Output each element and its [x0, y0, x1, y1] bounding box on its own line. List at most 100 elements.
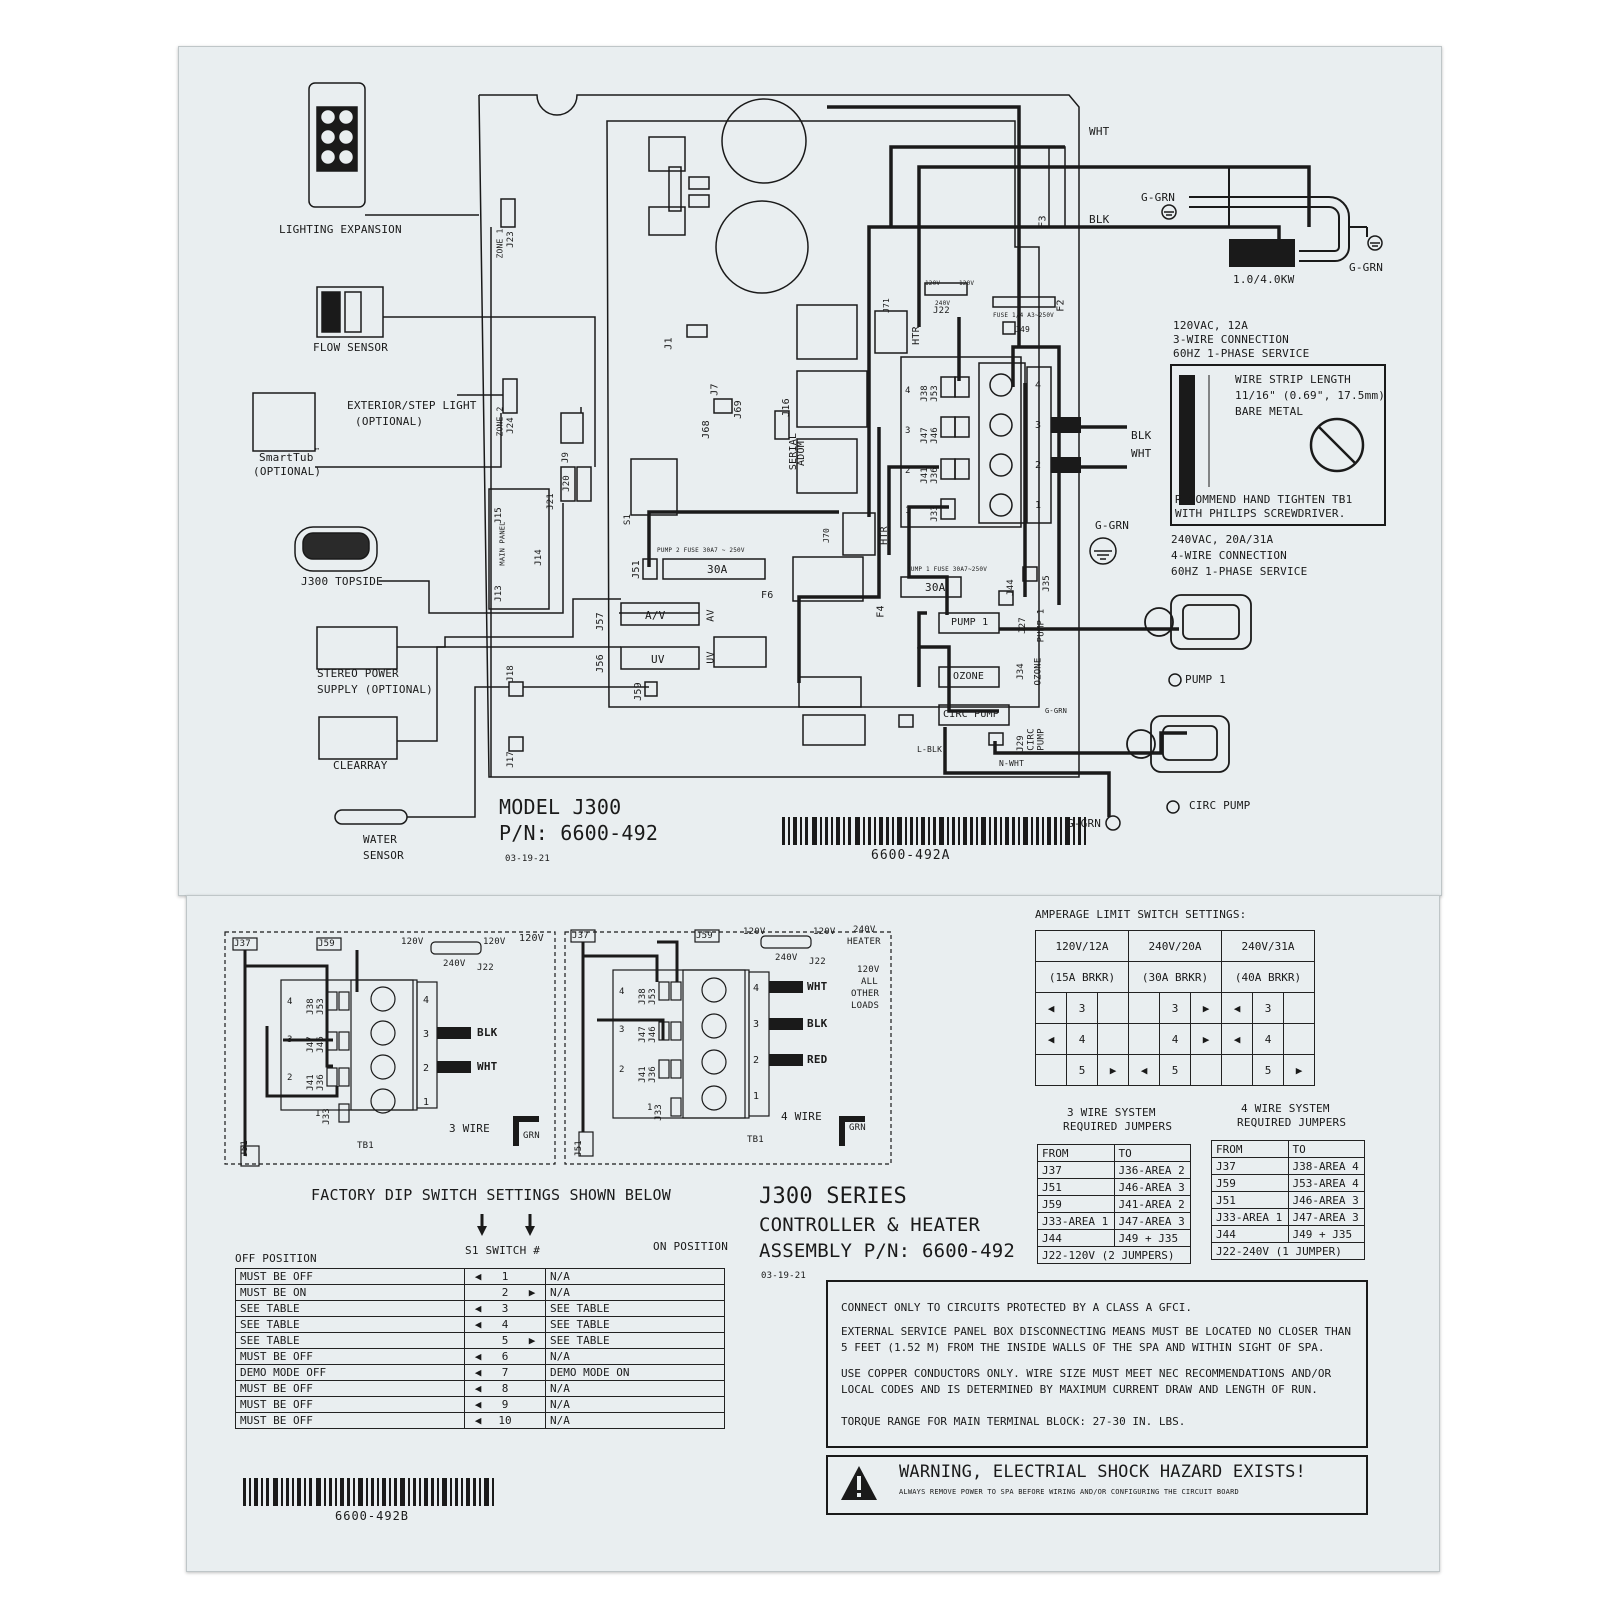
dip-left-arrow: ◀ [464, 1268, 491, 1285]
av-box-label: A/V [645, 609, 666, 622]
w4-loads-3: OTHER [851, 989, 880, 999]
w3-area2: 2 [287, 1073, 293, 1083]
j3-to: J47-AREA 3 [1113, 1212, 1191, 1230]
tb-position-2: 2 [1035, 460, 1042, 471]
w4-tb-pos-1: 1 [753, 1091, 760, 1102]
warning-subtext: ALWAYS REMOVE POWER TO SPA BEFORE WIRING… [899, 1488, 1239, 1496]
dip-left-arrow: ◀ [464, 1364, 491, 1381]
j22-120v-a: 120V [925, 280, 941, 287]
area2-label: 2 [905, 466, 911, 476]
water-sensor-label-1: WATER [363, 833, 398, 846]
amp-cell: 3 [1159, 992, 1191, 1024]
w4-red-label: RED [807, 1053, 828, 1066]
w4-j51-label: J51 [573, 1140, 584, 1157]
main-wiring-diagram-sheet: LIGHTING EXPANSION FLOW SENSOR EXTERIOR/… [178, 46, 1442, 896]
trademark-mark: ™ [315, 447, 320, 455]
jumpers-4wire-title-2: REQUIRED JUMPERS [1237, 1116, 1347, 1129]
f3-label: F3 [1037, 215, 1049, 228]
j49-label: J49 [1015, 325, 1031, 334]
amp-header-1: 120V/12A [1035, 930, 1129, 962]
dip-off: SEE TABLE [235, 1316, 465, 1333]
service-240-line2: 4-WIRE CONNECTION [1171, 549, 1287, 562]
amp-header-2: 240V/20A [1128, 930, 1222, 962]
j3-to: J46-AREA 3 [1113, 1178, 1191, 1196]
j34-label: J34 [1015, 663, 1026, 680]
wire-strip-line2: 11/16" (0.69", 17.5mm) [1235, 389, 1386, 402]
smarttub-label: SmartTub [259, 451, 314, 464]
j71-label: J71 [882, 297, 892, 314]
w3-j37-label: J37 [234, 939, 251, 949]
w4-120v-right: 120V [813, 927, 836, 937]
dip-left-arrow: ◀ [464, 1380, 491, 1397]
j13-label: J13 [493, 585, 504, 602]
w4-loads-2: ALL [861, 977, 878, 987]
dip-off: MUST BE OFF [235, 1348, 465, 1365]
tighten-note-line1: RECOMMEND HAND TIGHTEN TB1 [1175, 493, 1353, 506]
w4-j37-label: J37 [572, 931, 589, 941]
j46-label: J46 [929, 427, 940, 444]
j3-from: J44 [1037, 1229, 1115, 1247]
jumpers-3wire-title-2: REQUIRED JUMPERS [1063, 1120, 1173, 1133]
j4-to: J47-AREA 3 [1287, 1208, 1365, 1226]
heater-rating-label: 1.0/4.0KW [1233, 273, 1295, 286]
w3-j36-label: J36 [315, 1074, 326, 1091]
amp-cell: 5 [1066, 1054, 1098, 1086]
f4-label: F4 [875, 605, 887, 618]
uv-side-label: UV [705, 651, 717, 664]
j3-footer: J22-120V (2 JUMPERS) [1037, 1246, 1191, 1264]
dip-left-arrow [464, 1332, 491, 1349]
dip-off: MUST BE OFF [235, 1268, 465, 1285]
w3-wht-label: WHT [477, 1060, 498, 1073]
j17-label: J17 [505, 751, 516, 768]
j3-header-from: FROM [1037, 1144, 1115, 1162]
j4-header-to: TO [1287, 1140, 1365, 1158]
j36-label: J36 [929, 467, 940, 484]
note-copper-2: LOCAL CODES AND IS DETERMINED BY MAXIMUM… [841, 1383, 1318, 1396]
circ-pump-connector-box: CIRC PUMP [943, 709, 999, 720]
dip-on: N/A [545, 1396, 725, 1413]
area1-label: 1 [905, 506, 911, 516]
stereo-label-1: STEREO POWER [317, 667, 399, 680]
tb-position-1: 1 [1035, 500, 1042, 511]
dip-off: DEMO MODE OFF [235, 1364, 465, 1381]
exterior-light-label: EXTERIOR/STEP LIGHT [347, 399, 477, 412]
amp-cell: 5 [1159, 1054, 1191, 1086]
f6-label: F6 [761, 590, 774, 601]
amp-breaker-3: (40A BRKR) [1221, 961, 1315, 993]
uv-box-label: UV [651, 653, 665, 666]
pump1-connector-box: PUMP 1 [951, 617, 989, 628]
j18-label: J18 [505, 665, 516, 682]
small-fuse-label: FUSE 1/4 A3~250V [993, 312, 1054, 319]
dip-number: 10 [491, 1412, 519, 1429]
heater-ground-label-2: G-GRN [1349, 261, 1384, 274]
w4-area3: 3 [619, 1025, 625, 1035]
w4-blk-label: BLK [807, 1017, 828, 1030]
j44-label: J44 [1005, 579, 1016, 596]
j4-to: J53-AREA 4 [1287, 1174, 1365, 1192]
pump2-fuse-rating: 30A [707, 563, 728, 576]
dip-on: SEE TABLE [545, 1300, 725, 1317]
dip-on: N/A [545, 1380, 725, 1397]
dip-left-arrow: ◀ [464, 1348, 491, 1365]
flow-sensor-label: FLOW SENSOR [313, 341, 389, 354]
amp-cell [1097, 1023, 1129, 1055]
w3-120v-far: 120V [519, 933, 544, 944]
j3-header-to: TO [1113, 1144, 1191, 1162]
w4-grn-label: GRN [849, 1123, 866, 1133]
j4-to: J38-AREA 4 [1287, 1157, 1365, 1175]
j57-label: J57 [594, 612, 606, 631]
j3-from: J51 [1037, 1178, 1115, 1196]
on-position-label: ON POSITION [653, 1240, 729, 1253]
w4-tb-pos-3: 3 [753, 1019, 760, 1030]
amp-cell [1128, 992, 1160, 1024]
amp-cell: 3 [1252, 992, 1284, 1024]
